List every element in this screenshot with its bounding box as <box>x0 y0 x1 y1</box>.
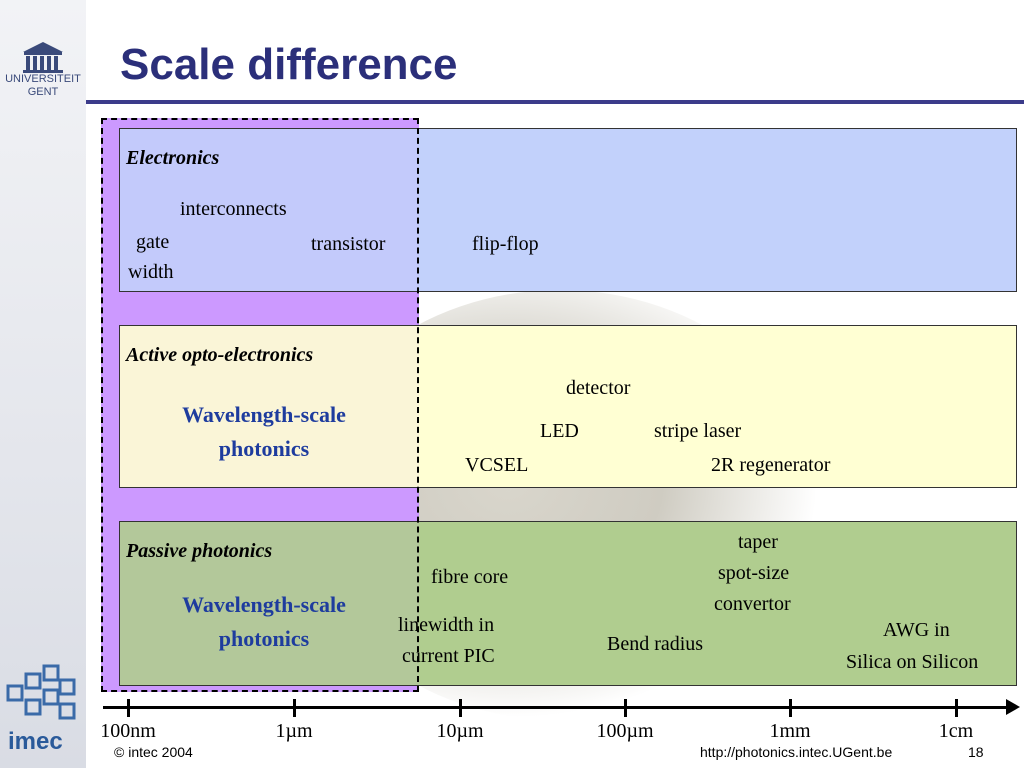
awg-label-line1: AWG in <box>883 619 950 641</box>
wavelength-scale-active-line1: Wavelength-scale <box>182 402 346 427</box>
page-number: 18 <box>968 744 984 760</box>
left-sidebar <box>0 0 86 768</box>
wavelength-scale-passive-line1: Wavelength-scale <box>182 592 346 617</box>
wavelength-scale-active-line2: photonics <box>218 436 310 462</box>
axis-tick <box>127 699 130 717</box>
vcsel-label: VCSEL <box>465 454 529 476</box>
axis-arrowhead-icon <box>1006 699 1020 715</box>
detector-label: detector <box>566 377 631 399</box>
linewidth-label-line1: linewidth in <box>398 614 495 636</box>
footer-copyright: © intec 2004 <box>114 744 193 760</box>
fibre-core-label: fibre core <box>431 566 509 588</box>
axis-tick-label: 100µm <box>596 720 654 742</box>
interconnects-label: interconnects <box>180 198 287 220</box>
wavelength-scale-passive-line2: photonics <box>218 626 310 652</box>
active-band-overlay <box>119 325 1017 488</box>
wavelength-scale-label-passive: Wavelength-scale photonics <box>144 588 384 656</box>
footer-url: http://photonics.intec.UGent.be <box>700 744 893 760</box>
2r-regenerator-label: 2R regenerator <box>711 454 831 476</box>
active-category-label: Active opto-electronics <box>126 344 314 366</box>
passive-category-label: Passive photonics <box>126 540 273 562</box>
axis-tick <box>789 699 792 717</box>
taper-label-line2: spot-size <box>718 562 790 584</box>
imec-wordmark: imec <box>8 728 63 755</box>
gate-width-label-line1: gate <box>136 231 170 253</box>
taper-label-line3: convertor <box>714 593 791 615</box>
university-logo-icon <box>23 42 63 73</box>
taper-label-line1: taper <box>738 531 778 553</box>
university-name-line2: GENT <box>27 86 59 98</box>
flip-flop-label: flip-flop <box>472 233 539 255</box>
title-underline <box>86 100 1024 104</box>
electronics-category-label: Electronics <box>126 147 220 169</box>
led-label: LED <box>540 420 579 442</box>
axis-tick <box>955 699 958 717</box>
university-name-line1: UNIVERSITEIT <box>5 73 81 85</box>
wavelength-scale-label-active: Wavelength-scale photonics <box>144 398 384 466</box>
gate-width-label-line2: width <box>128 261 174 283</box>
scale-axis <box>103 706 1008 709</box>
axis-tick <box>293 699 296 717</box>
stripe-laser-label: stripe laser <box>654 420 742 442</box>
bend-radius-label: Bend radius <box>607 633 704 655</box>
axis-tick-label: 1mm <box>769 720 811 742</box>
awg-label-line2: Silica on Silicon <box>846 651 979 673</box>
wavelength-scale-dashed-outline <box>101 118 419 692</box>
axis-tick <box>624 699 627 717</box>
axis-tick <box>459 699 462 717</box>
axis-tick-label: 100nm <box>100 720 156 742</box>
axis-tick-label: 1µm <box>275 720 313 742</box>
linewidth-label-line2: current PIC <box>402 645 495 667</box>
axis-tick-label: 1cm <box>938 720 974 742</box>
slide-title: Scale difference <box>120 40 458 89</box>
transistor-label: transistor <box>311 233 386 255</box>
electronics-band-overlay <box>119 128 1017 292</box>
axis-tick-label: 10µm <box>436 720 484 742</box>
imec-logo-icon <box>6 664 76 720</box>
passive-band-overlay <box>119 521 1017 686</box>
